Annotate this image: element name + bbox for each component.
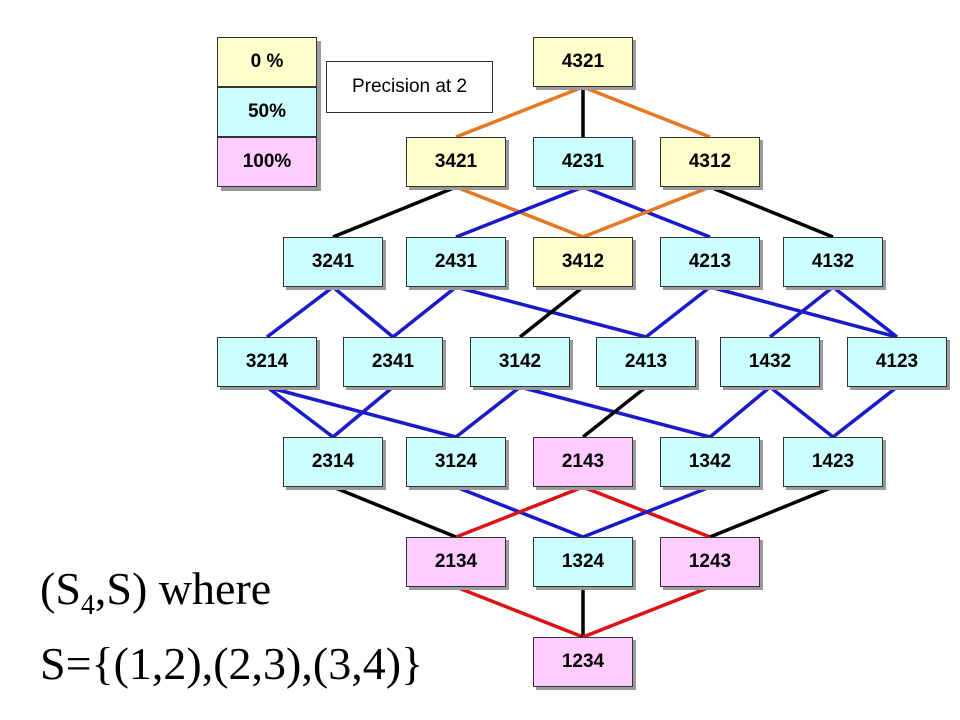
metric-label-box: Precision at 2 — [326, 61, 493, 113]
node-3412: 3412 — [533, 237, 633, 287]
legend-label: 0 % — [250, 51, 284, 72]
edge-4312-4132 — [709, 185, 834, 239]
node-4132: 4132 — [783, 237, 883, 287]
edge-4231-2431 — [455, 185, 584, 239]
node-4123: 4123 — [847, 337, 947, 387]
node-3241: 3241 — [283, 237, 383, 287]
edge-2413-2143 — [581, 385, 648, 439]
legend-item-50-percent: 50% — [217, 87, 317, 137]
edge-3214-2314 — [265, 385, 335, 439]
edge-2143-2134 — [455, 485, 584, 539]
edge-4132-4123 — [831, 285, 899, 339]
node-3124: 3124 — [406, 437, 506, 487]
edge-1423-1243 — [709, 485, 834, 539]
edge-1432-1342 — [708, 385, 772, 439]
edge-4312-3412 — [582, 185, 711, 239]
legend-label: 100% — [242, 151, 292, 172]
legend-item-0-percent: 0 % — [217, 37, 317, 87]
node-4231: 4231 — [533, 137, 633, 187]
caption-part: (S — [40, 563, 81, 614]
edge-4321-3421 — [455, 85, 584, 139]
edge-2134-1234 — [455, 585, 584, 639]
caption: (S4,S) where S={(1,2),(2,3),(3,4)} — [40, 560, 510, 693]
node-3142: 3142 — [470, 337, 570, 387]
node-2413: 2413 — [596, 337, 696, 387]
legend-item-100-percent: 100% — [217, 137, 317, 187]
legend-label: 50% — [247, 101, 287, 122]
node-4312: 4312 — [660, 137, 760, 187]
node-2431: 2431 — [406, 237, 506, 287]
edge-2314-2134 — [332, 485, 457, 539]
caption-line-1: (S4,S) where — [40, 560, 510, 635]
edge-2431-2341 — [391, 285, 458, 339]
caption-part: ,S) where — [94, 563, 272, 614]
edge-2341-2314 — [331, 385, 395, 439]
edge-4123-1423 — [831, 385, 899, 439]
node-3214: 3214 — [217, 337, 317, 387]
node-1342: 1342 — [660, 437, 760, 487]
edge-4213-2413 — [644, 285, 712, 339]
node-2134: 2134 — [406, 537, 506, 587]
node-1423: 1423 — [783, 437, 883, 487]
edge-4321-4312 — [582, 85, 711, 139]
edge-4132-1432 — [768, 285, 835, 339]
caption-subscript: 4 — [80, 590, 95, 622]
metric-label: Precision at 2 — [351, 76, 468, 97]
edge-3421-3241 — [332, 185, 457, 239]
edge-3241-3214 — [265, 285, 335, 339]
node-1324: 1324 — [533, 537, 633, 587]
node-1432: 1432 — [720, 337, 820, 387]
edge-1243-1234 — [582, 585, 711, 639]
node-1243: 1243 — [660, 537, 760, 587]
edge-3241-2341 — [331, 285, 395, 339]
edge-1342-1324 — [582, 485, 711, 539]
node-2143: 2143 — [533, 437, 633, 487]
node-4321: 4321 — [533, 37, 633, 87]
node-2341: 2341 — [343, 337, 443, 387]
caption-line-2: S={(1,2),(2,3),(3,4)} — [40, 638, 424, 690]
edge-1432-1423 — [768, 385, 835, 439]
node-2314: 2314 — [283, 437, 383, 487]
node-3421: 3421 — [406, 137, 506, 187]
edge-3142-3124 — [454, 385, 522, 439]
edge-3412-3142 — [518, 285, 585, 339]
node-1234: 1234 — [533, 637, 633, 687]
node-4213: 4213 — [660, 237, 760, 287]
